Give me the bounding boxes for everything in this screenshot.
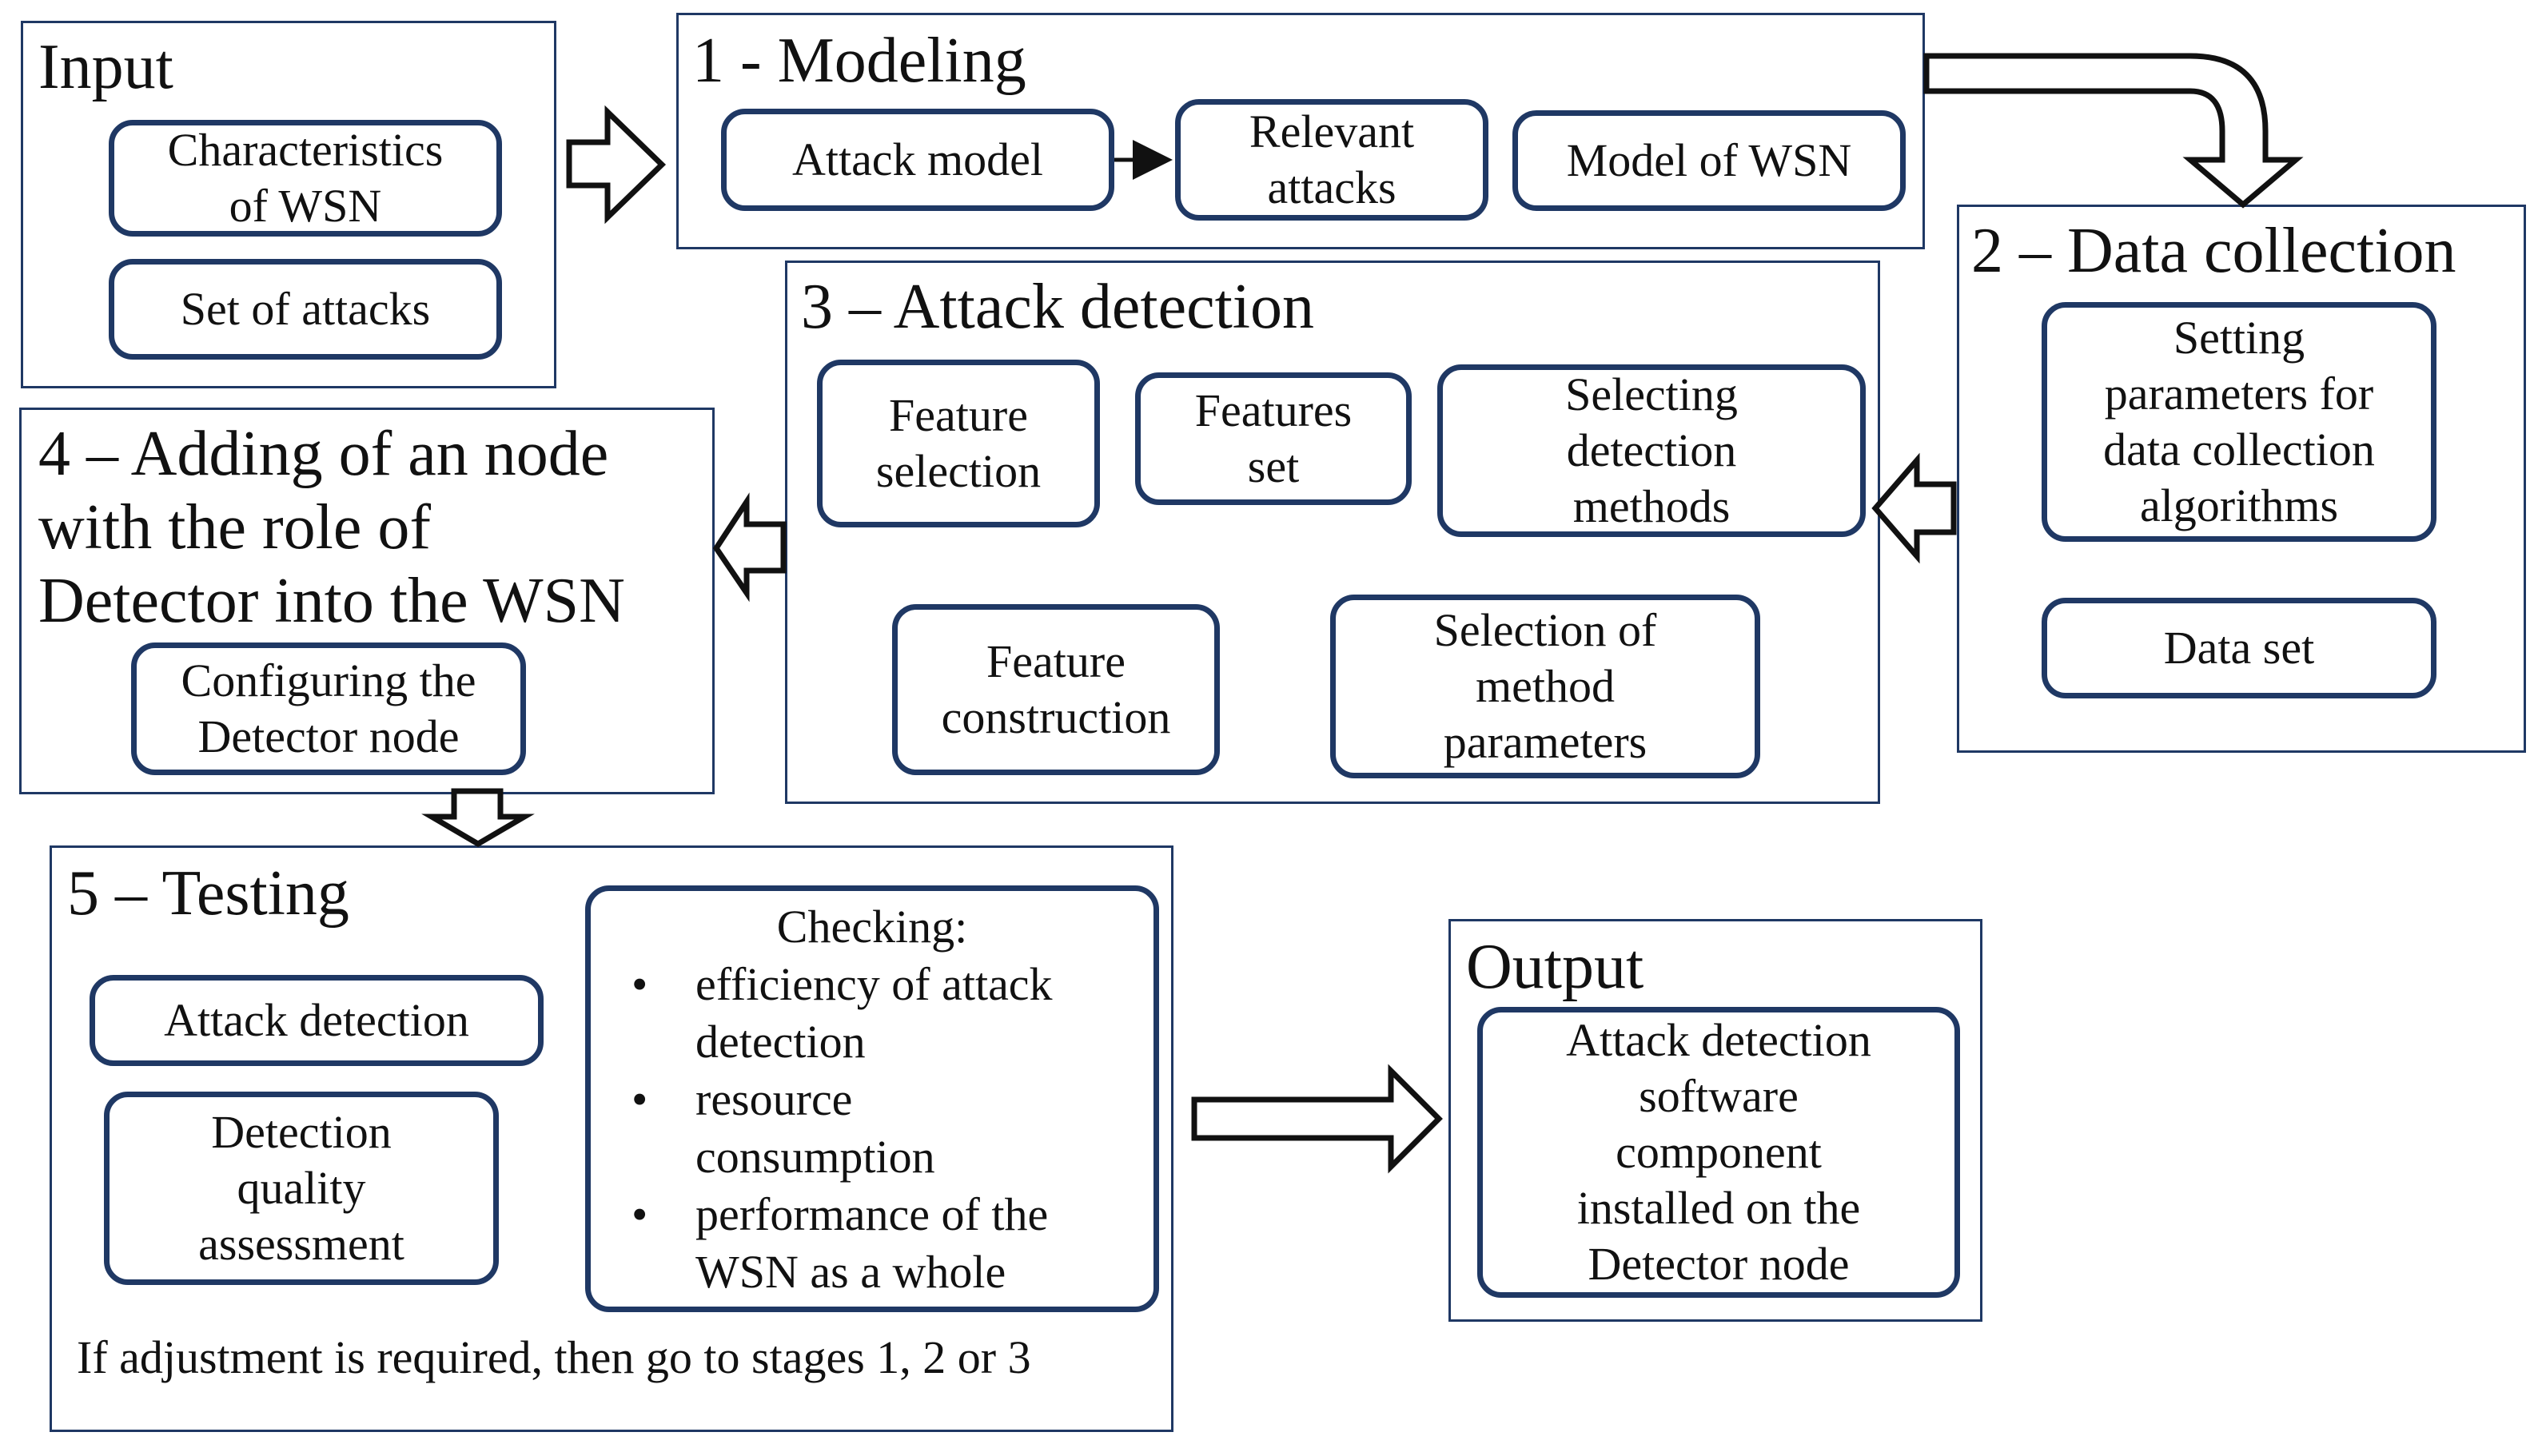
arrow-detection-to-adding-node xyxy=(712,492,787,603)
arrow-modeling-to-data-collection xyxy=(1923,53,2304,209)
adjustment-note: If adjustment is required, then go to st… xyxy=(77,1331,1031,1383)
selecting-detection-methods-box: Selecting detection methods xyxy=(1437,364,1866,537)
checking-item: •efficiency of attack detection xyxy=(596,956,1148,1071)
arrow-testing-to-output xyxy=(1191,1064,1443,1174)
bullet-icon: • xyxy=(632,1188,648,1240)
arrow-adding-node-to-testing xyxy=(421,788,535,848)
modeling-title: 1 - Modeling xyxy=(692,26,1026,96)
setting-parameters-box: Setting parameters for data collection a… xyxy=(2042,302,2436,542)
adding-node-title: 4 – Adding of an node with the role of D… xyxy=(38,419,625,636)
attack-model-box: Attack model xyxy=(721,109,1114,211)
configuring-detector-node-box: Configuring the Detector node xyxy=(131,642,526,775)
bullet-icon: • xyxy=(632,1073,648,1125)
selection-of-method-parameters-box: Selection of method parameters xyxy=(1330,595,1760,778)
arrow-input-to-modeling xyxy=(566,105,667,225)
bullet-icon: • xyxy=(632,958,648,1010)
attack-detection-title: 3 – Attack detection xyxy=(801,272,1315,342)
checking-item: •resource consumption xyxy=(596,1071,1148,1186)
feature-construction-box: Feature construction xyxy=(892,604,1220,775)
detection-quality-assessment-box: Detection quality assessment xyxy=(104,1092,499,1285)
set-of-attacks-box: Set of attacks xyxy=(109,259,502,360)
checking-item: •performance of the WSN as a whole xyxy=(596,1186,1148,1301)
relevant-attacks-box: Relevant attacks xyxy=(1175,99,1488,221)
features-set-box: Features set xyxy=(1135,372,1412,505)
checking-box xyxy=(585,885,1159,1312)
attack-detection-test-box: Attack detection xyxy=(90,975,544,1066)
output-title: Output xyxy=(1466,932,1644,1002)
checking-title: Checking: xyxy=(776,901,968,953)
attack-detection-software-box: Attack detection software component inst… xyxy=(1477,1007,1960,1298)
data-set-box: Data set xyxy=(2042,598,2436,698)
characteristics-of-wsn-box: Characteristics of WSN xyxy=(109,120,502,237)
model-of-wsn-box: Model of WSN xyxy=(1512,110,1906,211)
feature-selection-box: Feature selection xyxy=(817,360,1100,527)
checking-content: Checking: •efficiency of attack detectio… xyxy=(596,898,1148,1301)
data-collection-title: 2 – Data collection xyxy=(1971,216,2456,286)
testing-title: 5 – Testing xyxy=(67,858,349,929)
input-title: Input xyxy=(38,32,173,102)
